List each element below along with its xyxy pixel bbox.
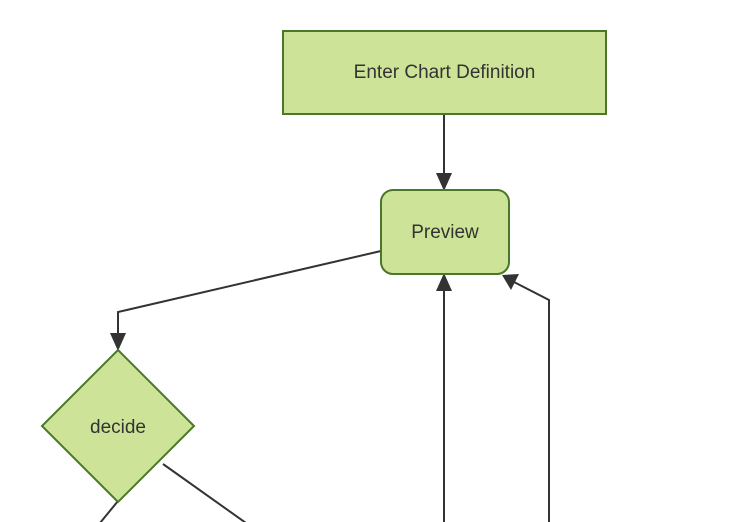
edge-line: [511, 280, 550, 522]
edge-decide-out-left[interactable]: [99, 500, 119, 522]
edge-enter-to-preview[interactable]: [436, 114, 452, 191]
node-label: decide: [90, 417, 146, 438]
edge-return-to-preview-right[interactable]: [502, 274, 550, 522]
edge-layer: [99, 114, 550, 522]
node-decide[interactable]: decide: [40, 348, 196, 504]
edge-preview-to-decide[interactable]: [110, 250, 382, 351]
node-layer: Enter Chart Definition Preview decide: [40, 30, 607, 504]
arrowhead-upleft-icon: [502, 274, 519, 290]
arrowhead-down-icon: [436, 173, 452, 191]
node-enter-chart-definition[interactable]: Enter Chart Definition: [282, 30, 607, 115]
arrowhead-down-icon: [110, 333, 126, 351]
node-label: Preview: [411, 222, 479, 243]
edge-return-to-preview-center[interactable]: [436, 273, 452, 522]
node-rect: [380, 189, 510, 275]
edge-decide-out-right[interactable]: [162, 463, 247, 522]
node-label: Enter Chart Definition: [354, 62, 536, 83]
edge-line: [99, 500, 119, 522]
node-diamond: [40, 348, 196, 504]
node-rect: [282, 30, 607, 115]
edge-line: [162, 463, 247, 522]
edge-line: [117, 250, 382, 342]
arrowhead-up-icon: [436, 273, 452, 291]
node-preview[interactable]: Preview: [380, 189, 510, 275]
